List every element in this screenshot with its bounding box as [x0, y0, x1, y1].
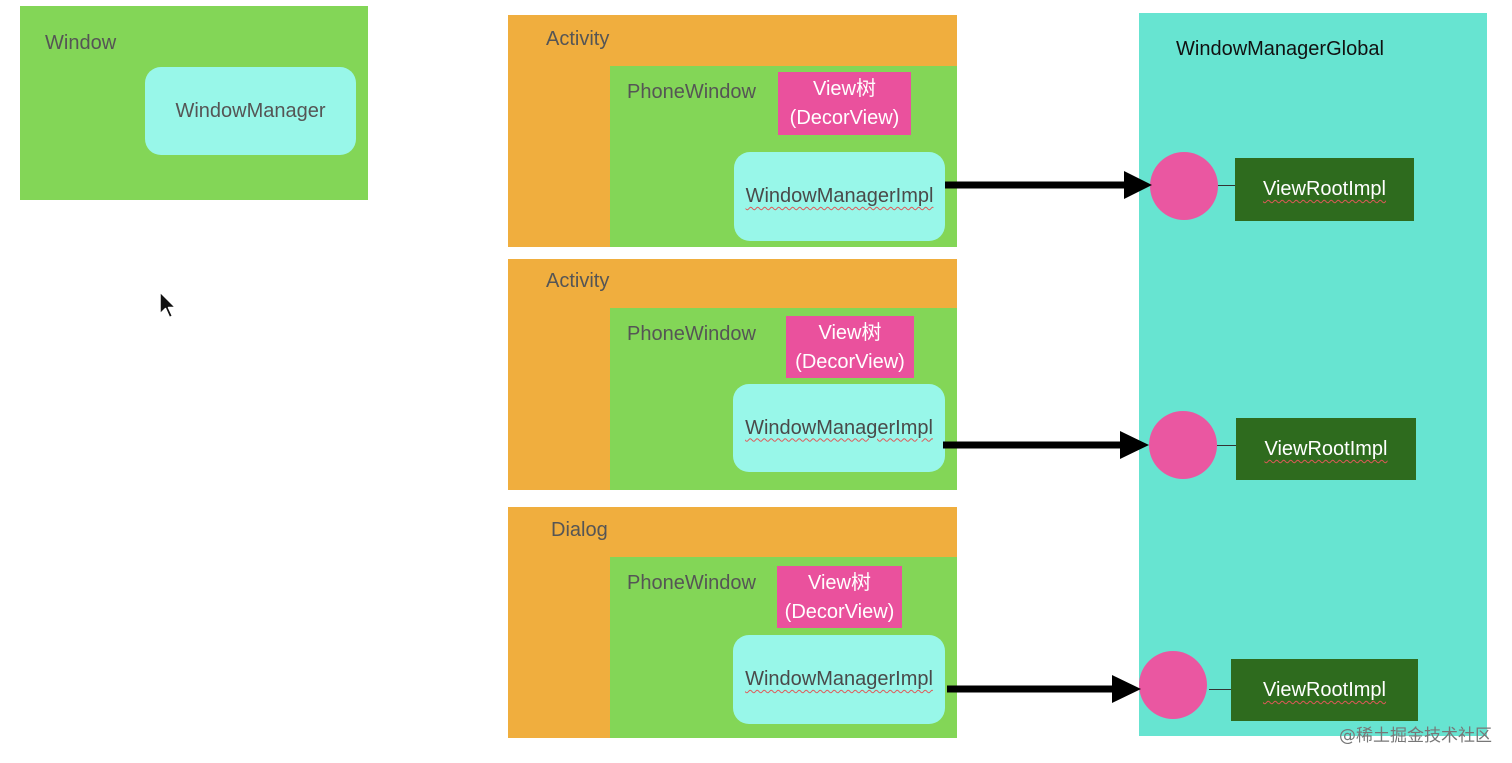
view-root-impl-label: ViewRootImpl — [1262, 178, 1387, 200]
view-tree-title: View树 — [813, 78, 876, 100]
mouse-cursor-icon — [159, 291, 177, 319]
view-tree-subtitle: (DecorView) — [789, 107, 900, 129]
phone-window-label: PhoneWindow — [627, 323, 756, 345]
container-label: Activity — [546, 28, 610, 50]
connector-line-2 — [1217, 445, 1236, 446]
container-label: Dialog — [551, 519, 608, 541]
view-root-node-2 — [1149, 411, 1217, 479]
view-root-impl-1: ViewRootImpl — [1235, 158, 1414, 221]
window-manager-impl-label: WindowManagerImpl — [745, 185, 934, 207]
activity-container-2: Activity PhoneWindow View树 (DecorView) W… — [508, 259, 957, 490]
view-tree-title: View树 — [818, 322, 882, 344]
view-tree-subtitle: (DecorView) — [795, 351, 905, 373]
dialog-container: Dialog PhoneWindow View树 (DecorView) Win… — [508, 507, 957, 738]
window-manager-label: WindowManager — [175, 99, 326, 122]
window-manager-impl-box: WindowManagerImpl — [733, 635, 945, 724]
window-manager-impl-box: WindowManagerImpl — [733, 384, 945, 472]
arrow-1 — [945, 171, 1152, 199]
view-tree-box: View树 (DecorView) — [777, 566, 902, 628]
arrow-2 — [943, 431, 1149, 459]
view-tree-title: View树 — [808, 572, 871, 594]
window-manager-global-panel: WindowManagerGlobal — [1139, 13, 1487, 736]
window-manager-box: WindowManager — [145, 67, 356, 155]
phone-window-label: PhoneWindow — [627, 572, 756, 594]
phone-window-box: PhoneWindow View树 (DecorView) WindowMana… — [610, 308, 957, 490]
view-tree-box: View树 (DecorView) — [778, 72, 911, 135]
view-root-node-1 — [1150, 152, 1218, 220]
phone-window-label: PhoneWindow — [627, 81, 756, 103]
arrow-3 — [947, 675, 1141, 703]
activity-container-1: Activity PhoneWindow View树 (DecorView) W… — [508, 15, 957, 247]
view-root-impl-3: ViewRootImpl — [1231, 659, 1418, 721]
connector-line-1 — [1218, 185, 1235, 186]
watermark: @稀土掘金技术社区 — [1339, 726, 1492, 746]
window-label: Window — [45, 32, 117, 54]
view-tree-box: View树 (DecorView) — [786, 316, 914, 378]
phone-window-box: PhoneWindow View树 (DecorView) WindowMana… — [610, 557, 957, 738]
global-title: WindowManagerGlobal — [1176, 38, 1384, 60]
view-root-impl-2: ViewRootImpl — [1236, 418, 1416, 480]
view-root-impl-label: ViewRootImpl — [1262, 679, 1387, 701]
view-root-impl-label: ViewRootImpl — [1264, 438, 1388, 460]
view-root-node-3 — [1139, 651, 1207, 719]
phone-window-box: PhoneWindow View树 (DecorView) WindowMana… — [610, 66, 957, 247]
window-manager-impl-label: WindowManagerImpl — [745, 416, 933, 439]
view-tree-subtitle: (DecorView) — [784, 601, 895, 623]
container-label: Activity — [546, 270, 610, 292]
window-manager-impl-label: WindowManagerImpl — [745, 668, 933, 690]
window-box: Window WindowManager — [20, 6, 368, 200]
connector-line-3 — [1209, 689, 1231, 690]
window-manager-impl-box: WindowManagerImpl — [734, 152, 945, 241]
